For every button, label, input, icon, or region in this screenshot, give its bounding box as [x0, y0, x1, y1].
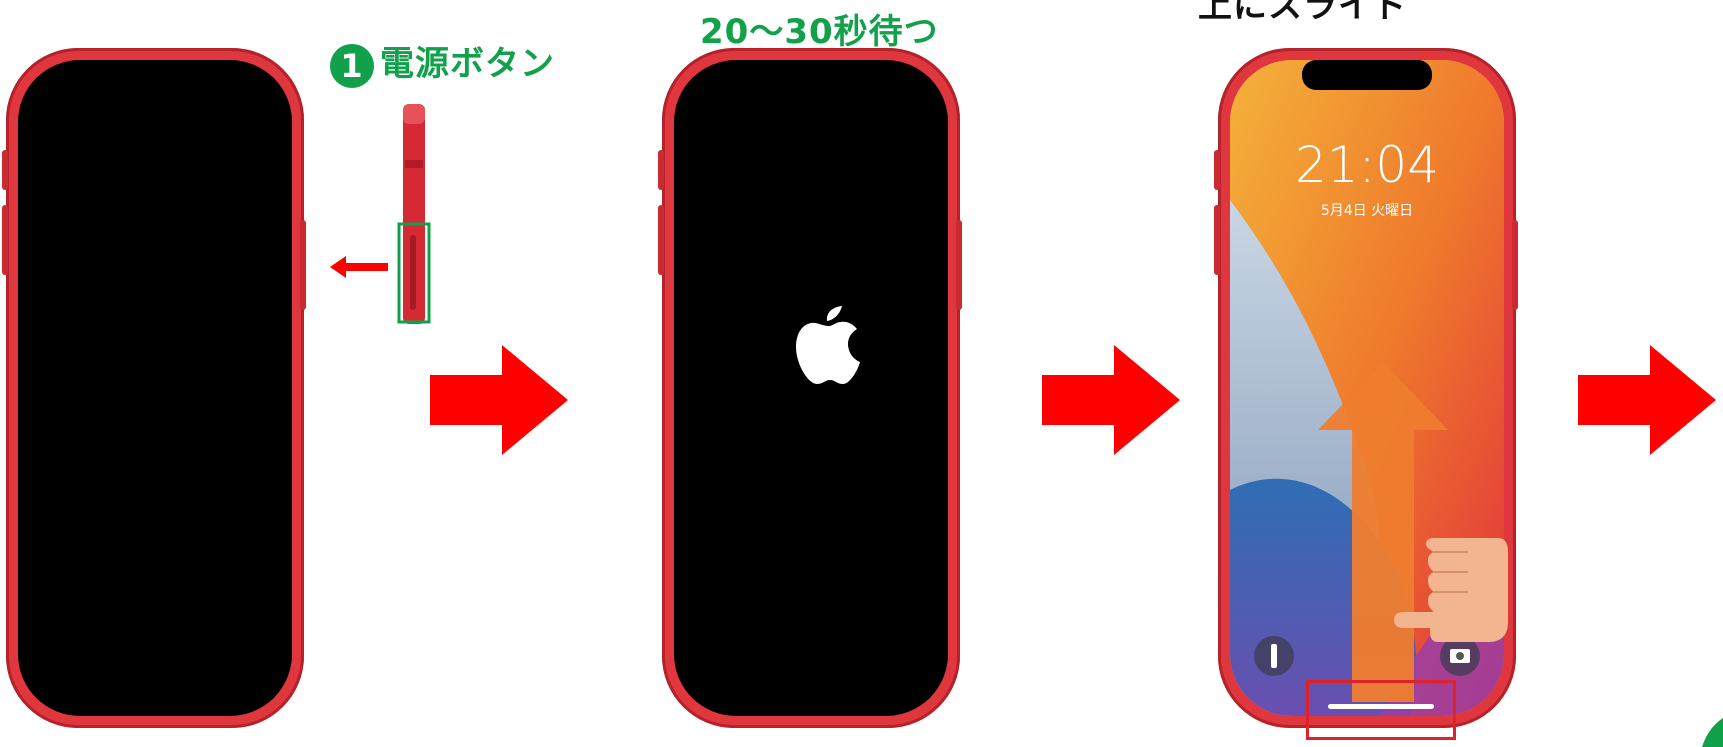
iphone-screen-off	[18, 60, 292, 716]
volume-button	[2, 150, 8, 190]
apple-logo-icon	[796, 306, 860, 384]
home-indicator-highlight	[1306, 680, 1456, 740]
camera-icon[interactable]	[1438, 634, 1482, 678]
flashlight-icon[interactable]	[1252, 634, 1296, 678]
step1-label: 電源ボタン	[380, 44, 555, 84]
power-button	[956, 220, 962, 310]
power-button	[300, 220, 306, 310]
iphone-lock-screen: 21:04 5月4日 火曜日	[1230, 60, 1504, 716]
volume-button	[2, 205, 8, 275]
swipe-up-arrow-icon	[1318, 362, 1448, 702]
next-step-arrow-icon	[430, 345, 568, 455]
power-button-arrow-icon	[330, 256, 388, 278]
phone-side-view	[397, 104, 431, 324]
lock-screen-date: 5月4日 火曜日	[1320, 203, 1414, 219]
step3-title: 上にスライド	[1198, 0, 1408, 26]
power-button	[1512, 220, 1518, 310]
step2-title: 20〜30秒待つ	[700, 12, 939, 52]
iphone-step2	[662, 48, 960, 728]
volume-button	[1214, 205, 1220, 275]
lock-screen-time: 21:04	[1294, 136, 1440, 194]
next-step-arrow-icon	[1578, 345, 1716, 455]
volume-button	[658, 150, 664, 190]
step-number-badge: 1	[330, 43, 374, 88]
next-panel-corner	[1702, 718, 1723, 747]
volume-button	[658, 205, 664, 275]
next-step-arrow-icon	[1042, 345, 1180, 455]
volume-button	[1214, 150, 1220, 190]
pointing-hand-icon	[1394, 538, 1508, 642]
iphone-step1	[6, 48, 304, 728]
home-indicator-bar[interactable]	[1328, 704, 1434, 709]
iphone-boot-screen	[674, 60, 948, 716]
